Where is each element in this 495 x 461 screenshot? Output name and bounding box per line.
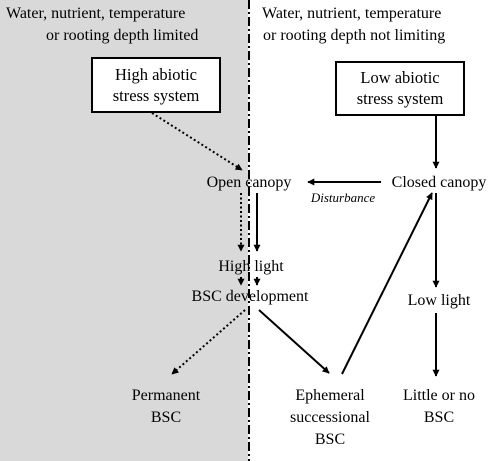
arrow-ephemeral-to-closed-canopy (341, 192, 433, 375)
permanent-bsc-label-line1: Permanent (132, 387, 201, 404)
not-limiting-header-line1: Water, nutrient, temperature (262, 5, 441, 22)
high-stress-box (91, 57, 221, 113)
limited-header-line1: Water, nutrient, temperature (6, 5, 185, 22)
disturbance-label: Disturbance (310, 190, 376, 205)
high-light-label: High light (218, 258, 284, 275)
ephemeral-bsc-label-line3: BSC (315, 431, 345, 448)
low-light-label: Low light (408, 292, 471, 309)
limited-header-line2: or rooting depth limited (46, 27, 198, 44)
high-stress-label-line1: High abiotic (115, 65, 197, 84)
not-limiting-header-line2: or rooting depth not limiting (263, 27, 445, 44)
ephemeral-bsc-label-line1: Ephemeral (295, 387, 365, 404)
ephemeral-bsc-label-line2: successional (290, 409, 371, 426)
low-stress-box (335, 61, 465, 116)
low-stress-label-line2: stress system (357, 89, 444, 108)
arrow-bsc-to-ephemeral (258, 309, 330, 374)
little-or-no-bsc-label-line2: BSC (424, 409, 454, 426)
low-stress-label-line1: Low abiotic (360, 68, 439, 87)
high-stress-label-line2: stress system (113, 86, 200, 105)
closed-canopy-label: Closed canopy (392, 174, 487, 191)
permanent-bsc-label-line2: BSC (151, 409, 181, 426)
open-canopy-label: Open canopy (207, 174, 292, 191)
little-or-no-bsc-label-line1: Little or no (403, 387, 475, 404)
bsc-development-label: BSC development (192, 288, 309, 305)
